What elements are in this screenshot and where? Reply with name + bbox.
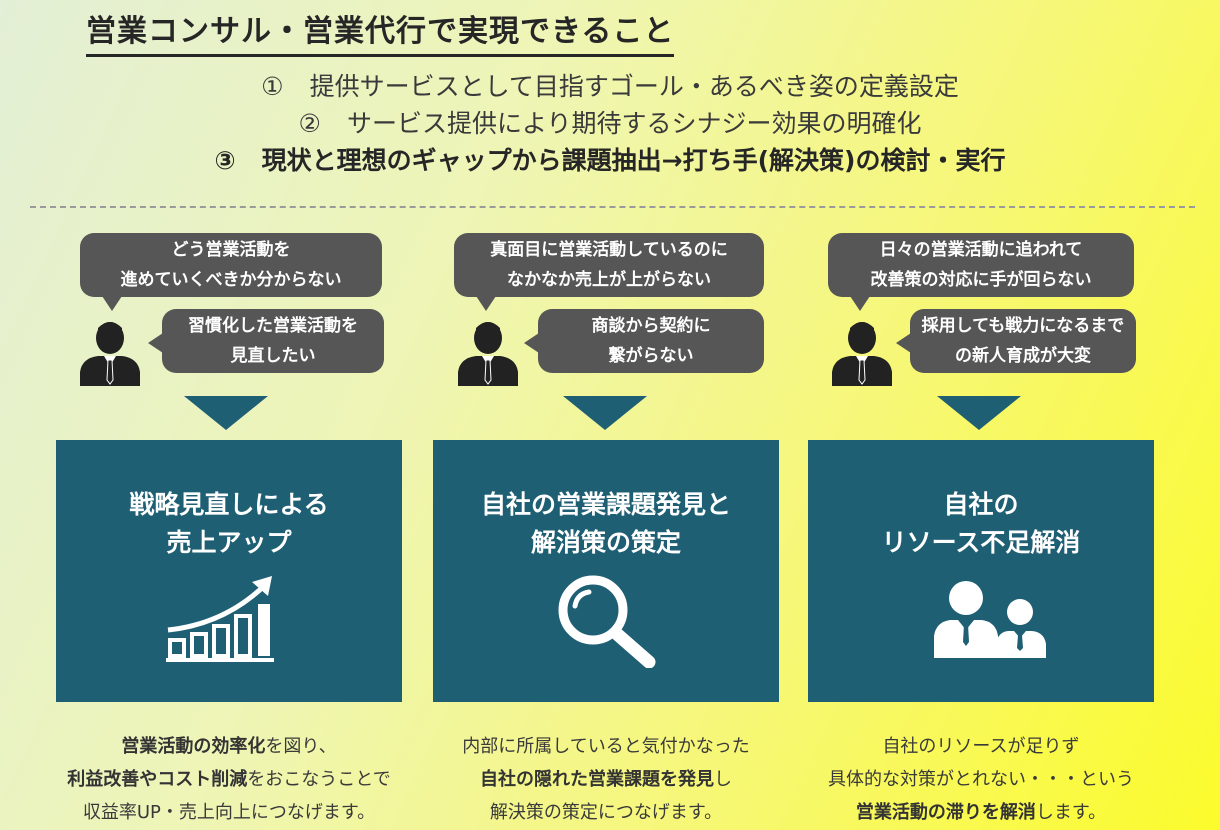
worry-bubble-side: 商談から契約に 繋がらない bbox=[524, 309, 764, 373]
people-icon bbox=[934, 581, 1046, 658]
solution-title: 自社の リソース不足解消 bbox=[881, 490, 1081, 557]
solution-description-2: 内部に所属していると気付かなった 自社の隠れた営業課題を発見し 解決策の策定につ… bbox=[462, 736, 750, 823]
down-arrow-icon bbox=[563, 396, 647, 430]
dashed-divider bbox=[30, 206, 1195, 208]
businessman-icon bbox=[458, 322, 518, 386]
solution-box-1: 戦略見直しによる 売上アップ bbox=[56, 440, 402, 702]
worry-bubble-side: 習慣化した営業活動を 見直したい bbox=[148, 309, 384, 373]
solution-description-1: 営業活動の効率化を図り、 利益改善やコスト削減をおこなうことで 収益率UP・売上… bbox=[67, 736, 391, 823]
page-title: 営業コンサル・営業代行で実現できること bbox=[86, 12, 675, 57]
solution-box-2: 自社の営業課題発見と 解消策の策定 bbox=[433, 440, 779, 702]
solution-title: 戦略見直しによる 売上アップ bbox=[129, 490, 329, 557]
worry-bubble-top: 日々の営業活動に追われて 改善策の対応に手が回らない bbox=[828, 233, 1134, 311]
worry-bubble-top: 真面目に営業活動しているのに なかなか売上が上がらない bbox=[454, 233, 764, 311]
solution-box-3: 自社の リソース不足解消 bbox=[808, 440, 1154, 702]
businessman-icon bbox=[832, 322, 892, 386]
down-arrow-icon bbox=[184, 396, 268, 430]
growth-chart-icon bbox=[166, 576, 274, 662]
businessman-icon bbox=[80, 322, 140, 386]
solution-title: 自社の営業課題発見と 解消策の策定 bbox=[480, 490, 731, 557]
worry-bubble-side: 採用しても戦力になるまで の新人育成が大変 bbox=[896, 309, 1136, 373]
worry-bubble-top: どう営業活動を 進めていくべきか分からない bbox=[80, 233, 382, 311]
magnifier-icon bbox=[558, 575, 656, 668]
down-arrow-icon bbox=[937, 396, 1021, 430]
solution-description-3: 自社のリソースが足りず 具体的な対策がとれない・・・という 営業活動の滞りを解消… bbox=[828, 736, 1134, 823]
